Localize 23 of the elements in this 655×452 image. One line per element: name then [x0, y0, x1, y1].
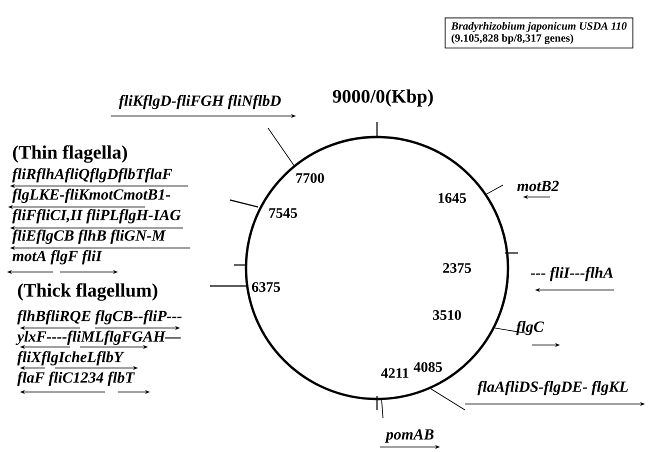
- leader-line: [381, 400, 384, 418]
- leader-line: [486, 184, 504, 194]
- gene-label: flaAfliDS-flgDE- flgKL: [477, 380, 628, 396]
- gene-group: (Thin flagella) fliRflhAfliQflgDflbTflaF flgLKE-fliKmotCmotB1- fliFfliCI,II fliPLflgH-IAG fliEflgCB flhB fliGN-M motA flgF fliI: [12, 145, 181, 264]
- leader-line: [430, 388, 466, 410]
- gene-label: --- fliI---flhA: [530, 266, 613, 282]
- position-label: 2375: [443, 263, 471, 273]
- gene-label: fliKflgD-fliFGH fliNflbD: [118, 94, 281, 110]
- gene-group: (Thick flagellum) flhBfliRQE flgCB--fliP--- ylxF----fliMLflgFGAH— fliXflgIcheLflbY flaF fliC1234 flbT: [16, 283, 182, 386]
- gene-label: motB2: [517, 180, 559, 192]
- position-label: 1645: [438, 193, 466, 203]
- position-label: 7545: [269, 208, 297, 218]
- position-label: 7700: [296, 173, 324, 183]
- leader-line: [268, 128, 294, 166]
- axis-label: 9000/0(Kbp): [332, 89, 433, 107]
- position-label: 4211: [381, 368, 408, 378]
- title-box: Bradyrhizobium japonicum USDA 110 (9.105,828 bp/8,317 genes): [444, 18, 634, 48]
- gene-label: flgC: [516, 320, 544, 336]
- position-label: 3510: [433, 310, 461, 320]
- gene-label: pomAB: [384, 429, 434, 443]
- position-label: 4085: [414, 362, 442, 372]
- position-label: 6375: [252, 282, 280, 292]
- leader-line: [494, 328, 526, 334]
